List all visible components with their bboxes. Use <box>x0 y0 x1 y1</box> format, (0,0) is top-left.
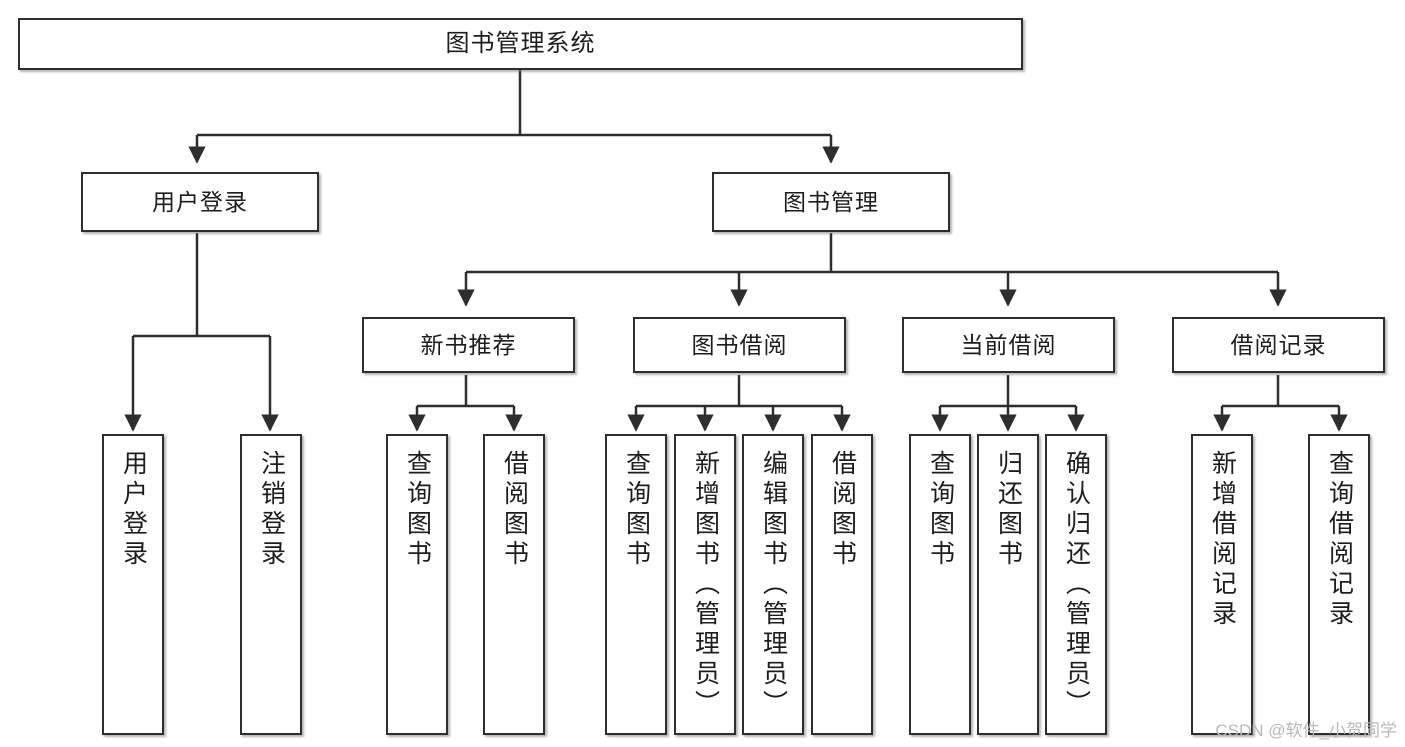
node-book-borrow-label: 图书借阅 <box>691 331 788 358</box>
node-leaf-borrow-book-recommend[interactable]: 借阅图书 <box>483 434 545 735</box>
node-leaf-query-book-recommend[interactable]: 查询图书 <box>386 434 448 735</box>
node-leaf-query-book-recommend-label: 查询图书 <box>403 450 432 570</box>
node-leaf-add-book-admin-label: 新增图书（管理员） <box>691 450 720 720</box>
node-leaf-borrow-book[interactable]: 借阅图书 <box>811 434 873 735</box>
node-user-login[interactable]: 用户登录 <box>81 172 319 232</box>
node-leaf-query-book-current[interactable]: 查询图书 <box>909 434 971 735</box>
node-root[interactable]: 图书管理系统 <box>18 18 1023 70</box>
node-leaf-add-book-admin[interactable]: 新增图书（管理员） <box>674 434 736 735</box>
node-leaf-borrow-book-recommend-label: 借阅图书 <box>500 450 529 570</box>
node-leaf-confirm-return-admin-label: 确认归还（管理员） <box>1062 450 1091 720</box>
node-leaf-query-book-borrow[interactable]: 查询图书 <box>605 434 667 735</box>
node-current-borrow-label: 当前借阅 <box>960 331 1057 358</box>
node-leaf-query-book-current-label: 查询图书 <box>926 450 955 570</box>
node-leaf-logout-label: 注销登录 <box>257 450 286 570</box>
node-leaf-add-borrow-record[interactable]: 新增借阅记录 <box>1191 434 1253 735</box>
node-current-borrow[interactable]: 当前借阅 <box>902 317 1115 373</box>
node-borrow-record[interactable]: 借阅记录 <box>1172 317 1385 373</box>
node-leaf-query-book-borrow-label: 查询图书 <box>622 450 651 570</box>
node-root-label: 图书管理系统 <box>445 30 596 58</box>
node-leaf-borrow-book-label: 借阅图书 <box>828 450 857 570</box>
csdn-watermark: CSDN @软件_小贺同学 <box>1215 721 1397 740</box>
node-new-book-recommend-label: 新书推荐 <box>420 331 517 358</box>
node-leaf-edit-book-admin[interactable]: 编辑图书（管理员） <box>742 434 804 735</box>
node-leaf-user-login[interactable]: 用户登录 <box>102 434 164 735</box>
node-book-management[interactable]: 图书管理 <box>712 172 950 232</box>
node-user-login-label: 用户登录 <box>152 188 248 215</box>
node-new-book-recommend[interactable]: 新书推荐 <box>362 317 575 373</box>
node-borrow-record-label: 借阅记录 <box>1230 331 1327 358</box>
node-leaf-query-borrow-record-label: 查询借阅记录 <box>1325 450 1354 630</box>
node-leaf-query-borrow-record[interactable]: 查询借阅记录 <box>1308 434 1370 735</box>
node-leaf-logout[interactable]: 注销登录 <box>240 434 302 735</box>
node-leaf-return-book-label: 归还图书 <box>994 450 1023 570</box>
node-leaf-user-login-label: 用户登录 <box>119 450 148 570</box>
node-book-management-label: 图书管理 <box>783 188 879 215</box>
node-book-borrow[interactable]: 图书借阅 <box>633 317 846 373</box>
node-leaf-return-book[interactable]: 归还图书 <box>977 434 1039 735</box>
node-leaf-confirm-return-admin[interactable]: 确认归还（管理员） <box>1045 434 1107 735</box>
node-leaf-add-borrow-record-label: 新增借阅记录 <box>1208 450 1237 630</box>
node-leaf-edit-book-admin-label: 编辑图书（管理员） <box>759 450 788 720</box>
